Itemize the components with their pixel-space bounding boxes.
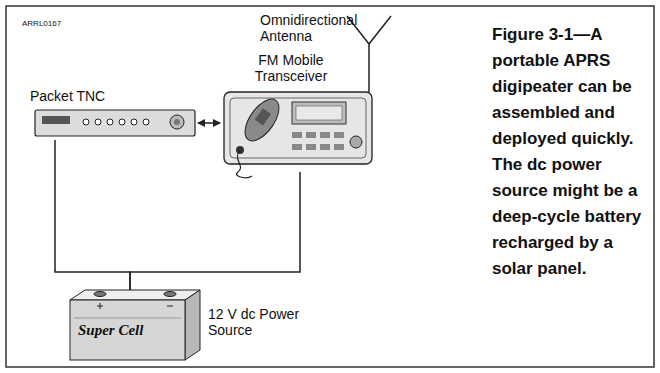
figure-caption: Figure 3-1—A portable APRS digipeater ca… [492,22,646,282]
data-arrow [198,122,220,124]
transceiver-drawing [224,52,372,178]
antenna-symbol [347,16,391,50]
cable-line [55,140,130,290]
cable-line [130,172,300,290]
battery-drawing [70,290,200,360]
transceiver-box: FM Mobile Transceiver [220,52,376,172]
figure-id: ARRL0167 [22,19,61,28]
cable-line [368,50,370,52]
figure-border [6,6,654,367]
battery-box: Super Cell 12 V dc Power Source [68,288,318,362]
tnc-box: Packet TNC [28,88,198,140]
node-label: Omnidirectional Antenna [260,12,346,44]
antenna-box: Omnidirectional Antenna [258,10,398,50]
node-label: Packet TNC [30,88,150,104]
node-label: Super Cell [78,322,178,339]
tnc-drawing [35,110,195,136]
node-label: 12 V dc Power Source [208,306,316,338]
node-label: FM Mobile Transceiver [246,52,336,84]
